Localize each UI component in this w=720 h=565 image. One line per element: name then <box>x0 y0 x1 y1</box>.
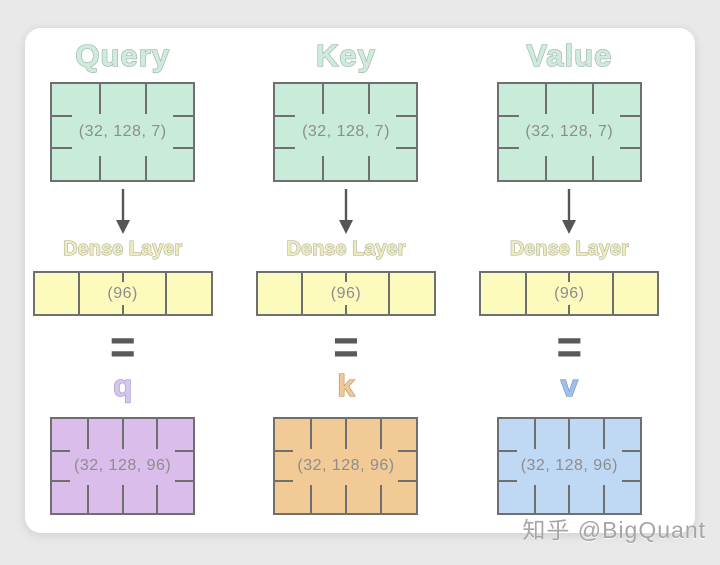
output-tensor-box-v: (32, 128, 96) <box>496 417 642 515</box>
output-tensor-shape: (32, 128, 96) <box>297 457 395 474</box>
input-tensor-shape: (32, 128, 7) <box>525 123 614 140</box>
down-arrow-icon <box>115 189 130 234</box>
dense-units: (96) <box>330 284 362 302</box>
output-tensor-box-k: (32, 128, 96) <box>273 417 419 515</box>
column-value: Value (32, 128, 7) Dense Layer (96) = v … <box>458 28 681 533</box>
output-tensor-box-q: (32, 128, 96) <box>50 417 196 515</box>
qkv-columns: Query (32, 128, 7) Dense Layer (96) = q … <box>11 28 681 533</box>
output-tensor-shape: (32, 128, 96) <box>74 457 172 474</box>
column-title-key: Key <box>315 37 376 73</box>
dense-layer-box-key: (96) <box>255 271 436 316</box>
output-symbol-k: k <box>337 367 356 403</box>
dense-units: (96) <box>554 284 585 302</box>
column-title-query: Query <box>75 37 170 73</box>
diagram-card: Query (32, 128, 7) Dense Layer (96) = q … <box>25 28 695 533</box>
input-tensor-box-query: (32, 128, 7) <box>50 82 196 182</box>
down-arrow-icon <box>338 189 353 234</box>
dense-layer-box-query: (96) <box>32 271 213 316</box>
input-tensor-shape: (32, 128, 7) <box>78 123 167 140</box>
down-arrow-icon <box>562 189 577 234</box>
dense-layer-label: Dense Layer <box>286 238 406 261</box>
output-tensor-shape: (32, 128, 96) <box>520 457 618 474</box>
column-title-value: Value <box>526 37 613 73</box>
dense-layer-label: Dense Layer <box>509 238 629 261</box>
dense-layer-box-value: (96) <box>479 271 660 316</box>
equals-sign: = <box>556 320 583 375</box>
column-key: Key (32, 128, 7) Dense Layer (96) = k (3… <box>234 28 457 533</box>
equals-sign: = <box>109 320 136 375</box>
dense-layer-label: Dense Layer <box>63 238 183 261</box>
input-tensor-shape: (32, 128, 7) <box>302 123 390 140</box>
output-symbol-q: q <box>113 367 133 403</box>
input-tensor-box-value: (32, 128, 7) <box>496 82 642 182</box>
output-symbol-v: v <box>560 367 579 403</box>
equals-sign: = <box>333 320 359 375</box>
column-query: Query (32, 128, 7) Dense Layer (96) = q … <box>11 28 234 533</box>
input-tensor-box-key: (32, 128, 7) <box>273 82 419 182</box>
watermark: 知乎 @BigQuant <box>522 517 706 543</box>
dense-units: (96) <box>107 284 138 302</box>
